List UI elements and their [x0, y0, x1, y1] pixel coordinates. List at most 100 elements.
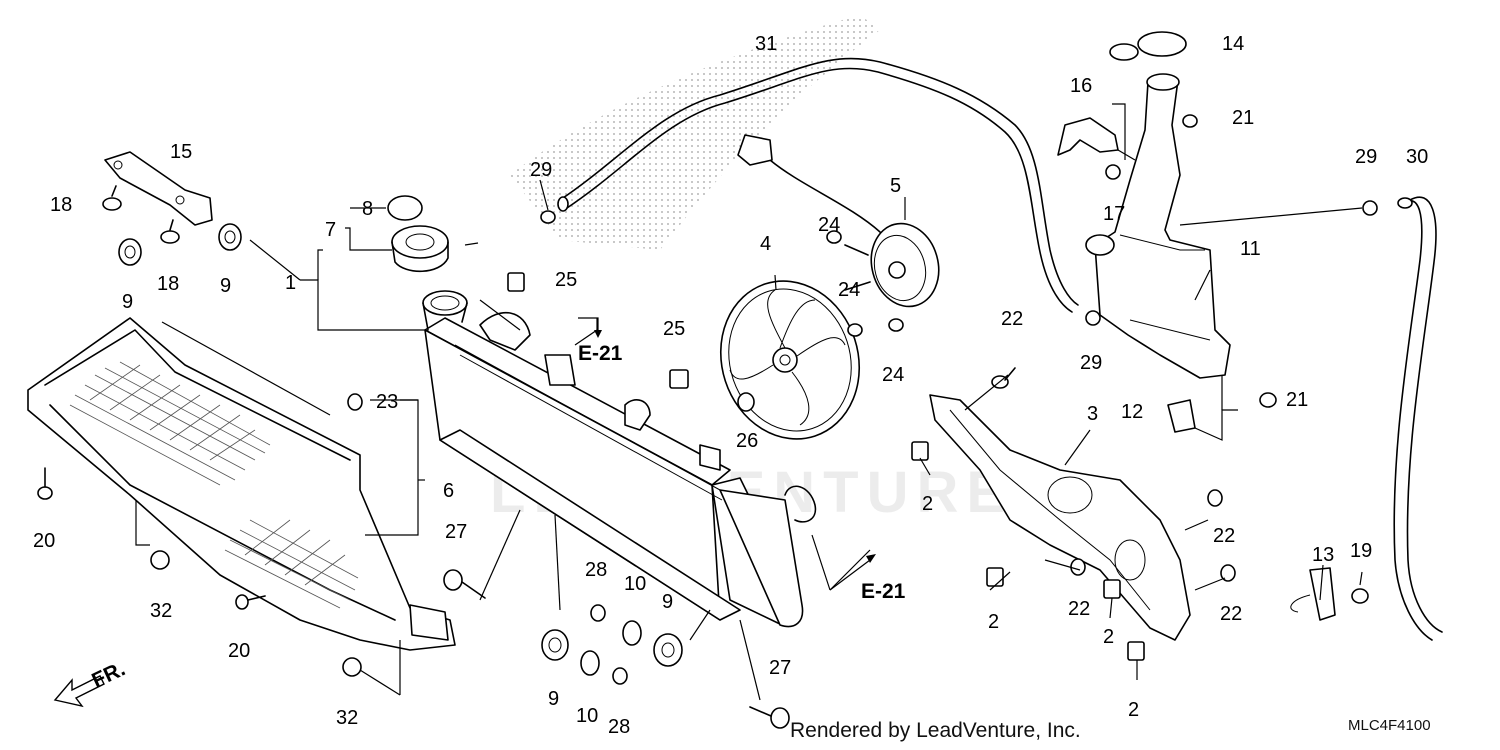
callout-21b: 21 — [1286, 389, 1308, 411]
callout-30: 30 — [1406, 146, 1428, 168]
callout-26: 26 — [736, 430, 758, 452]
callout-9c: 9 — [548, 688, 559, 710]
bolt-18-a — [102, 185, 122, 211]
bolt-22-c — [1070, 558, 1086, 576]
hose-31 — [557, 57, 1079, 313]
callout-3: 3 — [1087, 403, 1098, 425]
callout-24a: 24 — [818, 214, 840, 236]
callout-17: 17 — [1103, 203, 1125, 225]
bolt-27-a — [443, 569, 486, 599]
callout-16: 16 — [1070, 75, 1092, 97]
callout-5: 5 — [890, 175, 901, 197]
callout-9d: 9 — [662, 591, 673, 613]
callout-25b: 25 — [663, 318, 685, 340]
bolt-21-a — [1182, 114, 1198, 128]
ref-e21-bottom: E-21 — [861, 580, 906, 603]
callout-2c: 2 — [1103, 626, 1114, 648]
grommet-9-center — [218, 223, 242, 251]
grommet-9-bottom — [541, 629, 569, 661]
callout-31: 31 — [755, 33, 777, 55]
tank-cap-14 — [1109, 31, 1187, 61]
shroud-6 — [27, 317, 456, 651]
callout-20a: 20 — [33, 530, 55, 552]
callout-2a: 2 — [922, 493, 933, 515]
nut-23 — [347, 393, 363, 411]
callout-24c: 24 — [882, 364, 904, 386]
callout-28b: 28 — [608, 716, 630, 738]
washer-32-a — [150, 550, 170, 570]
collar-10-b — [580, 650, 600, 676]
bolt-22-b — [1207, 489, 1223, 507]
reserve-tank-11 — [1085, 73, 1231, 379]
clip-2-b — [986, 567, 1004, 587]
bolt-24-c — [888, 318, 904, 332]
bolt-24-b — [847, 323, 863, 337]
callout-25a: 25 — [555, 269, 577, 291]
radiator-1 — [422, 290, 817, 628]
callout-2b: 2 — [988, 611, 999, 633]
bolt-19 — [1351, 588, 1369, 604]
screw-20-b — [235, 594, 266, 610]
callout-10b: 10 — [576, 705, 598, 727]
callout-22d: 22 — [1220, 603, 1242, 625]
callout-32b: 32 — [336, 707, 358, 729]
nut-28-b — [612, 667, 628, 685]
front-arrow-icon — [53, 675, 105, 708]
callout-32a: 32 — [150, 600, 172, 622]
washer-32-b — [342, 657, 362, 677]
fan-4 — [719, 280, 861, 440]
callout-4: 4 — [760, 233, 771, 255]
bolt-24-a — [826, 230, 842, 244]
callout-14: 14 — [1222, 33, 1244, 55]
callout-28a: 28 — [585, 559, 607, 581]
nut-26 — [737, 392, 755, 412]
bolt-27-b — [749, 706, 790, 729]
clip-25-a — [507, 272, 525, 292]
bolt-22-d — [1220, 564, 1236, 582]
e21-arrow-bottom — [829, 554, 876, 591]
screw-20-a — [37, 467, 53, 500]
callout-15: 15 — [170, 141, 192, 163]
bracket-12 — [1167, 399, 1196, 433]
clip-13 — [1290, 567, 1336, 621]
callout-1: 1 — [285, 272, 296, 294]
clip-25-b — [669, 369, 689, 389]
callout-19: 19 — [1350, 540, 1372, 562]
watermark-stipple — [510, 15, 880, 250]
hose-30 — [1393, 196, 1443, 641]
callout-29a: 29 — [530, 159, 552, 181]
callout-7: 7 — [325, 219, 336, 241]
callout-22c: 22 — [1068, 598, 1090, 620]
nut-28-a — [590, 604, 606, 622]
clip-29-b — [1085, 310, 1101, 326]
callout-18a: 18 — [50, 194, 72, 216]
grille-mesh-lower — [224, 519, 359, 609]
callout-9a: 9 — [122, 291, 133, 313]
leader-lines — [135, 103, 1363, 701]
clip-29-a — [540, 210, 556, 224]
callout-22b: 22 — [1213, 525, 1235, 547]
callout-22a: 22 — [1001, 308, 1023, 330]
callout-27b: 27 — [769, 657, 791, 679]
clip-29-c — [1362, 200, 1378, 216]
callout-13: 13 — [1312, 544, 1334, 566]
grommet-9-left — [118, 238, 142, 266]
callout-29c: 29 — [1355, 146, 1377, 168]
fan-motor-5 — [737, 134, 940, 308]
callout-2d: 2 — [1128, 699, 1139, 721]
callout-10a: 10 — [624, 573, 646, 595]
callout-8: 8 — [362, 198, 373, 220]
callout-6: 6 — [443, 480, 454, 502]
render-credit: Rendered by LeadVenture, Inc. — [790, 719, 1081, 742]
ref-e21-top: E-21 — [578, 342, 623, 365]
grille-mesh-upper — [69, 361, 271, 486]
callout-27a: 27 — [445, 521, 467, 543]
callout-9b: 9 — [220, 275, 231, 297]
grommet-9-bottom-right — [653, 633, 683, 667]
callout-18b: 18 — [157, 273, 179, 295]
callout-29b: 29 — [1080, 352, 1102, 374]
bracket-16 — [1057, 117, 1119, 156]
callout-numbers: 1 2 2 2 2 3 4 5 6 7 8 9 9 9 9 10 10 11 1… — [33, 33, 1428, 738]
e21-arrow-top — [578, 317, 602, 338]
bolt-21-b — [1259, 392, 1277, 408]
